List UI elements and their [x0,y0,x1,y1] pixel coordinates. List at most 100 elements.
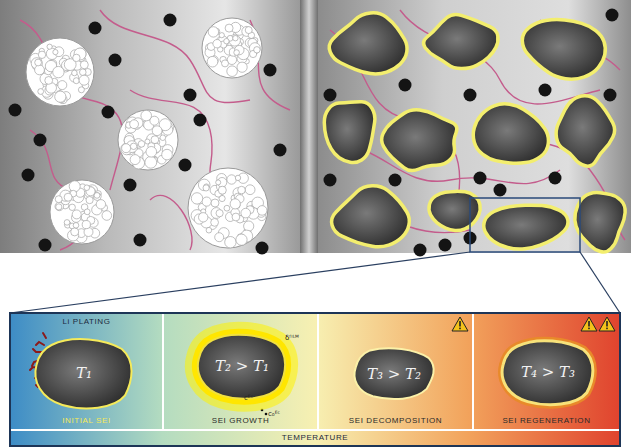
porous-sphere [188,168,268,248]
carbon-black [474,172,487,185]
carbon-black [179,159,192,172]
primary-particle [207,56,218,67]
stage-panel: SEI REGENERATIONT₄ > T₃ [473,313,620,430]
primary-particle [162,149,173,160]
primary-particle [55,196,62,203]
carbon-black [464,89,477,102]
porous-sphere [26,38,94,106]
primary-particle [208,27,218,37]
primary-particle [244,221,254,231]
porous-sphere [118,110,178,170]
primary-particle [80,69,87,76]
active-particle [484,205,568,249]
primary-particle [138,141,145,148]
carbon-black [89,22,102,35]
porous-sphere [202,18,262,78]
primary-particle [241,208,251,218]
stage-panel: SEI GROWTHT₂ > T₁ [163,313,318,430]
stage-panel: Li PLATING INITIAL SEI T₁ [10,313,163,430]
carbon-black [324,89,337,102]
primary-particle [211,219,219,227]
primary-particle [56,204,62,210]
primary-particle [237,62,247,72]
primary-particle [58,81,67,90]
primary-particle [203,185,209,191]
symbol-label: c₀ᴱᶜ [268,410,280,419]
carbon-black [34,134,47,147]
primary-particle [245,185,255,195]
stage-label: Li PLATING [62,317,110,327]
primary-particle [213,40,221,48]
carbon-black [102,106,115,119]
particle: T₄ > T₃ [497,335,599,409]
stage-label: INITIAL SEI [62,416,111,426]
temperature-label: T₁ [30,364,138,382]
primary-particle [199,213,208,222]
carbon-black [39,239,52,252]
primary-particle [38,89,44,95]
carbon-black [164,14,177,27]
symbol-label: δᶠᴵᴸᴹ [285,334,299,343]
primary-particle [254,47,260,53]
primary-particle [235,45,244,54]
primary-particle [55,91,66,102]
primary-particle [94,193,100,199]
particle: T₃ > T₂ [346,343,442,405]
active-particle [575,193,625,253]
primary-particle [47,44,52,49]
primary-particle [80,61,88,69]
primary-particle [71,228,79,236]
primary-particle [224,205,230,211]
active-particle [429,191,480,230]
active-particle [332,186,410,247]
temperature-label: T₃ > T₂ [346,365,442,383]
primary-particle [215,233,224,242]
primary-particle [257,206,267,216]
primary-particle [224,39,229,44]
carbon-black [399,79,412,92]
primary-particle [46,48,57,59]
primary-particle [232,213,240,221]
carbon-black [256,242,269,255]
primary-particle [151,136,159,144]
primary-particle [202,197,211,206]
active-particle [522,20,605,80]
porous-sphere [50,180,114,244]
primary-particle [122,144,131,153]
primary-particle [64,193,72,201]
carbon-black [539,84,552,97]
carbon-black [9,104,22,117]
primary-particle [216,210,223,217]
primary-particle [96,200,105,209]
primary-particle [233,36,238,41]
primary-particle [130,120,139,129]
primary-particle [234,50,240,56]
primary-particle [235,175,240,180]
primary-particle [72,210,81,219]
primary-particle [227,175,236,184]
active-particle [329,13,407,74]
carbon-black [184,89,197,102]
temperature-band: TEMPERATURE [10,430,620,446]
primary-particle [227,66,238,77]
primary-particle [45,77,53,85]
particle: T₂ > T₁ [193,329,291,403]
primary-particle [145,156,157,168]
primary-particle [69,181,80,192]
primary-particle [69,204,75,210]
active-particle [423,15,498,69]
active-particle [556,96,614,166]
carbon-black [414,244,427,257]
primary-particle [206,227,212,233]
carbon-black [494,184,507,197]
primary-particle [219,33,224,38]
carbon-black [439,239,452,252]
carbon-black [274,144,287,157]
binder-fibre [20,20,123,190]
primary-particle [225,24,233,32]
carbon-black [194,114,207,127]
primary-particle [141,110,152,121]
carbon-black [389,174,402,187]
stage-panel: SEI DECOMPOSITIONT₃ > T₂ [318,313,473,430]
carbon-black [109,54,122,67]
